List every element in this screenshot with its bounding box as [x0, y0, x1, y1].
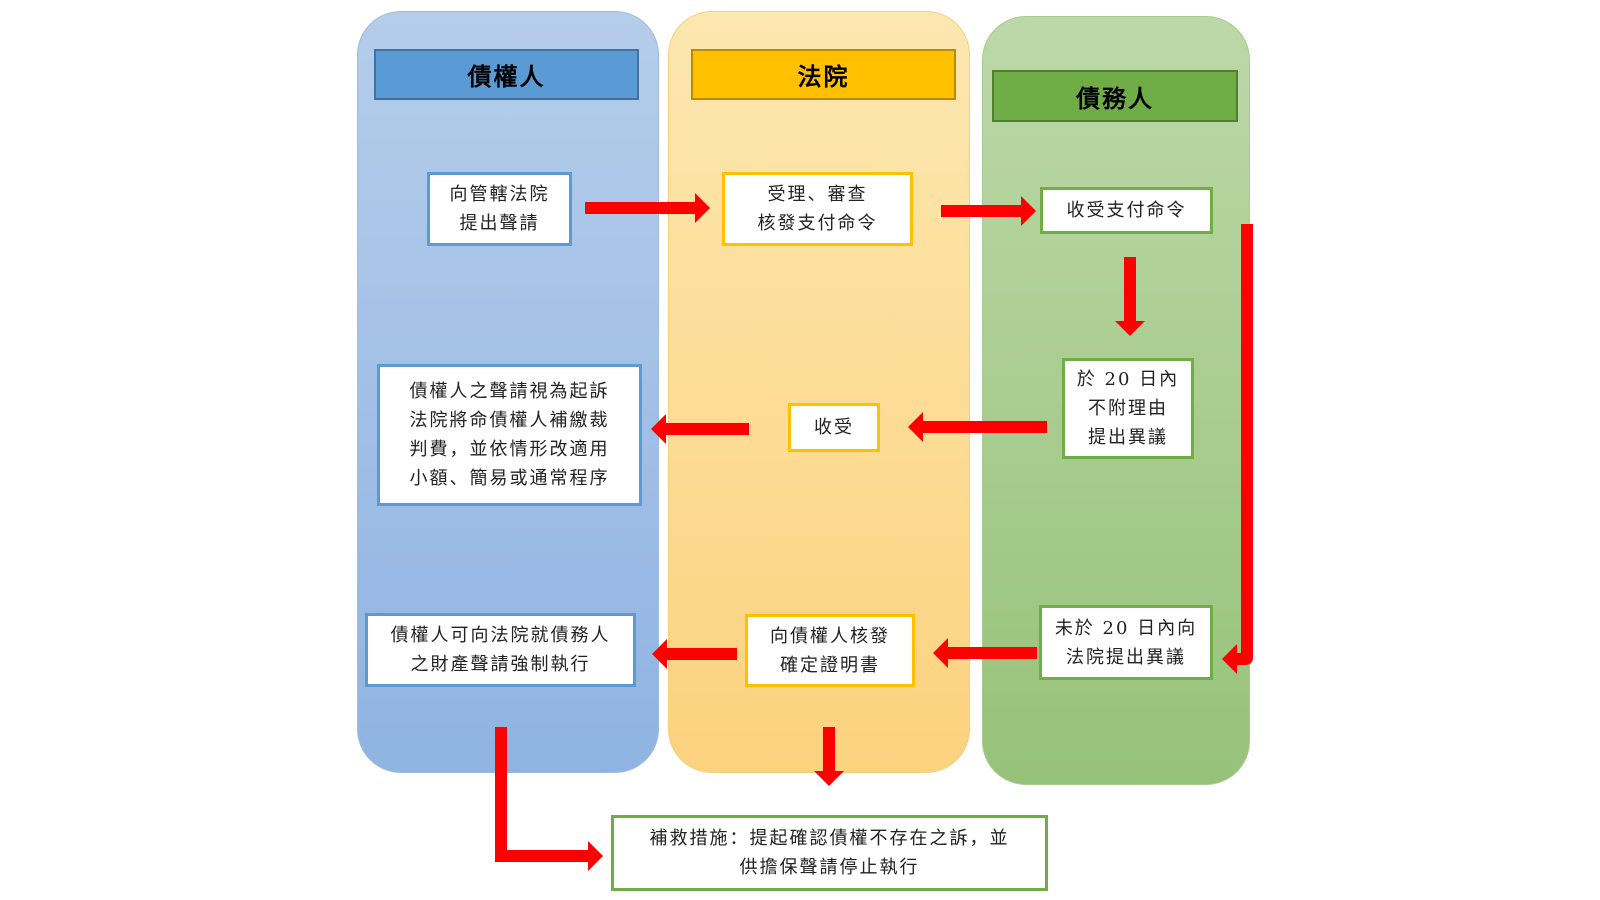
lane-header-court: 法院	[691, 49, 956, 100]
node-confirmation-certificate: 向債權人核發 確定證明書	[745, 614, 915, 687]
node-receive-order: 收受支付命令	[1040, 187, 1213, 234]
node-objection-within-20-days: 於 20 日內 不附理由 提出異議	[1062, 358, 1194, 459]
node-court-receive: 收受	[788, 403, 880, 452]
node-compulsory-enforcement: 債權人可向法院就債務人 之財產聲請強制執行	[365, 613, 636, 687]
lane-header-creditor: 債權人	[374, 49, 639, 100]
node-file-application: 向管轄法院 提出聲請	[427, 172, 572, 246]
node-deemed-lawsuit: 債權人之聲請視為起訴 法院將命債權人補繳裁 判費，並依情形改適用 小額、簡易或通…	[377, 364, 642, 506]
node-remedy: 補救措施：提起確認債權不存在之訴，並 供擔保聲請停止執行	[611, 815, 1048, 891]
lane-header-debtor: 債務人	[992, 70, 1238, 122]
node-accept-review: 受理、審查 核發支付命令	[722, 172, 913, 246]
node-no-objection: 未於 20 日內向 法院提出異議	[1039, 605, 1213, 680]
